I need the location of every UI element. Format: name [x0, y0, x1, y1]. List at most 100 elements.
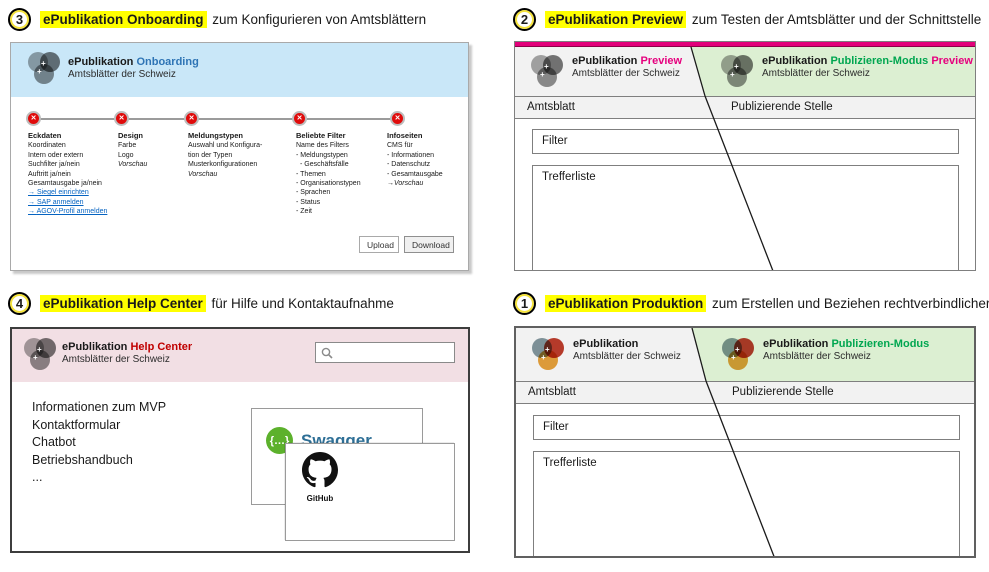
brand-subtitle: Amtsblätter der Schweiz [572, 68, 680, 79]
step-item: - Sprachen [296, 189, 331, 197]
filter-box[interactable]: Filter [533, 415, 960, 440]
github-card[interactable]: GitHub [285, 443, 455, 541]
help-menu-item[interactable]: Informationen zum MVP [32, 400, 167, 414]
step-title: Infoseiten [387, 131, 423, 140]
filter-box[interactable]: Filter [532, 129, 959, 154]
number-badge-1: 1 [513, 292, 536, 315]
step-item: - Themen [296, 170, 326, 178]
brand-subtitle: Amtsblätter der Schweiz [762, 68, 870, 79]
step-column-eckdaten: Eckdaten Koordinaten Intern oder extern … [28, 131, 116, 217]
step-column-infoseiten: Infoseiten CMS für - Informationen - Dat… [387, 131, 463, 188]
help-menu: Informationen zum MVP Kontaktformular Ch… [32, 399, 166, 487]
step-item[interactable]: Gesamtausgabe ja/nein [28, 180, 102, 188]
mode-name: Publizieren-Modus [830, 55, 929, 67]
step-title: Design [118, 131, 144, 140]
step-item[interactable]: SAP anmelden [28, 198, 116, 207]
annotation-onboarding: 3 ePublikation Onboarding zum Konfigurie… [8, 8, 508, 31]
brand-name: ePublikation [763, 338, 829, 350]
upload-button[interactable]: Upload [359, 236, 399, 253]
help-menu-item[interactable]: Kontaktformular [32, 417, 121, 432]
column-header-row: Amtsblatt Publizierende Stelle [515, 96, 975, 119]
brand-name: ePublikation [573, 338, 639, 350]
step-item: - Geschäftsfälle [300, 161, 349, 169]
epublikation-logo-icon: ++ [531, 55, 565, 88]
step-column-meldungstypen: Meldungstypen Auswahl und Konfigura- tio… [188, 131, 290, 179]
epublikation-logo-icon: ++ [722, 338, 756, 371]
brand-name: ePublikation [62, 341, 128, 353]
step-item: - Gesamtausgabe [387, 170, 443, 178]
github-octocat-icon [302, 452, 338, 488]
step-item: - Datenschutz [387, 161, 431, 169]
annotation-preview: 2 ePublikation Preview zum Testen der Am… [513, 8, 989, 31]
download-button[interactable]: Download [404, 236, 454, 253]
results-box[interactable]: Trefferliste [532, 165, 959, 270]
step-item[interactable]: Auftritt ja/nein [28, 170, 71, 178]
preview-header: ++ ePublikation Preview Amtsblätter der … [515, 47, 975, 96]
step-error-icon[interactable]: ✕ [114, 111, 129, 126]
search-input[interactable] [337, 346, 450, 359]
help-menu-item[interactable]: Betriebshandbuch [32, 452, 133, 467]
step-error-icon[interactable]: ✕ [184, 111, 199, 126]
step-item[interactable]: Intern oder extern [28, 151, 84, 159]
product-name: Preview [931, 55, 973, 67]
step-item[interactable]: Koordinaten [28, 142, 66, 150]
annotation-highlight: ePublikation Onboarding [40, 11, 207, 28]
step-item: Name des Filters [296, 142, 349, 150]
produktion-header: ++ ePublikation Amtsblätter der Schweiz … [516, 328, 974, 381]
step-error-icon[interactable]: ✕ [292, 111, 307, 126]
annotation-helpcenter: 4 ePublikation Help Center für Hilfe und… [8, 292, 508, 315]
column-header-row: Amtsblatt Publizierende Stelle [516, 381, 974, 404]
search-box[interactable] [315, 342, 455, 363]
product-name: Onboarding [136, 56, 199, 68]
number-badge-2: 2 [513, 8, 536, 31]
step-item: - Informationen [387, 151, 435, 159]
swagger-icon: {…} [266, 427, 293, 454]
annotation-highlight: ePublikation Preview [545, 11, 687, 28]
brand-subtitle: Amtsblätter der Schweiz [763, 351, 871, 362]
step-item[interactable]: Siegel einrichten [28, 188, 116, 197]
step-item: tion der Typen [188, 151, 233, 159]
step-item[interactable]: Suchfilter ja/nein [28, 161, 80, 169]
mode-name: Publizieren-Modus [831, 338, 930, 350]
annotation-text: für Hilfe und Kontaktaufnahme [211, 296, 394, 311]
onboarding-panel: ++ ePublikation Onboarding Amtsblätter d… [10, 42, 469, 271]
stepper-connector [33, 118, 397, 120]
step-item: Auswahl und Konfigura- [188, 142, 263, 150]
results-box[interactable]: Trefferliste [533, 451, 960, 556]
product-name: Preview [640, 55, 683, 67]
product-name: Help Center [130, 341, 193, 353]
preview-panel: ++ ePublikation Preview Amtsblätter der … [514, 41, 976, 271]
epublikation-logo-icon: ++ [24, 338, 58, 371]
step-error-icon[interactable]: ✕ [390, 111, 405, 126]
brand-subtitle: Amtsblätter der Schweiz [68, 69, 176, 80]
column-publizierende-stelle: Publizierende Stelle [731, 101, 833, 113]
epublikation-logo-icon: ++ [532, 338, 566, 371]
column-publizierende-stelle: Publizierende Stelle [732, 386, 834, 398]
annotation-highlight: ePublikation Produktion [545, 295, 707, 312]
step-item: - Status [296, 198, 321, 206]
annotation-text: zum Testen der Amtsblätter und der Schni… [691, 12, 982, 27]
step-item: - Meldungstypen [296, 151, 348, 159]
produktion-panel: ++ ePublikation Amtsblätter der Schweiz … [514, 326, 976, 558]
github-wordmark: GitHub [306, 494, 334, 503]
results-label: Trefferliste [542, 171, 596, 183]
step-error-icon[interactable]: ✕ [26, 111, 41, 126]
number-badge-3: 3 [8, 8, 31, 31]
help-menu-item[interactable]: Chatbot [32, 435, 76, 449]
onboarding-header: ++ ePublikation Onboarding Amtsblätter d… [11, 43, 468, 97]
help-menu-item[interactable]: ... [32, 470, 43, 484]
annotation-text: zum Erstellen und Beziehen rechtverbindl… [712, 296, 989, 311]
step-item: Vorschau [118, 161, 148, 169]
step-item: Farbe [118, 142, 137, 150]
annotation-highlight: ePublikation Help Center [40, 295, 206, 312]
results-label: Trefferliste [543, 457, 597, 469]
epublikation-logo-icon: ++ [721, 55, 755, 88]
brand-subtitle: Amtsblätter der Schweiz [62, 354, 170, 365]
step-item: Musterkonfigurationen [188, 161, 258, 169]
annotation-produktion: 1 ePublikation Produktion zum Erstellen … [513, 292, 989, 315]
step-item: - Zeit [296, 208, 312, 216]
filter-label: Filter [543, 421, 569, 433]
step-title: Eckdaten [28, 131, 62, 140]
step-item[interactable]: AGOV-Profil anmelden [28, 207, 116, 216]
step-column-design: Design Farbe Logo Vorschau [118, 131, 182, 170]
